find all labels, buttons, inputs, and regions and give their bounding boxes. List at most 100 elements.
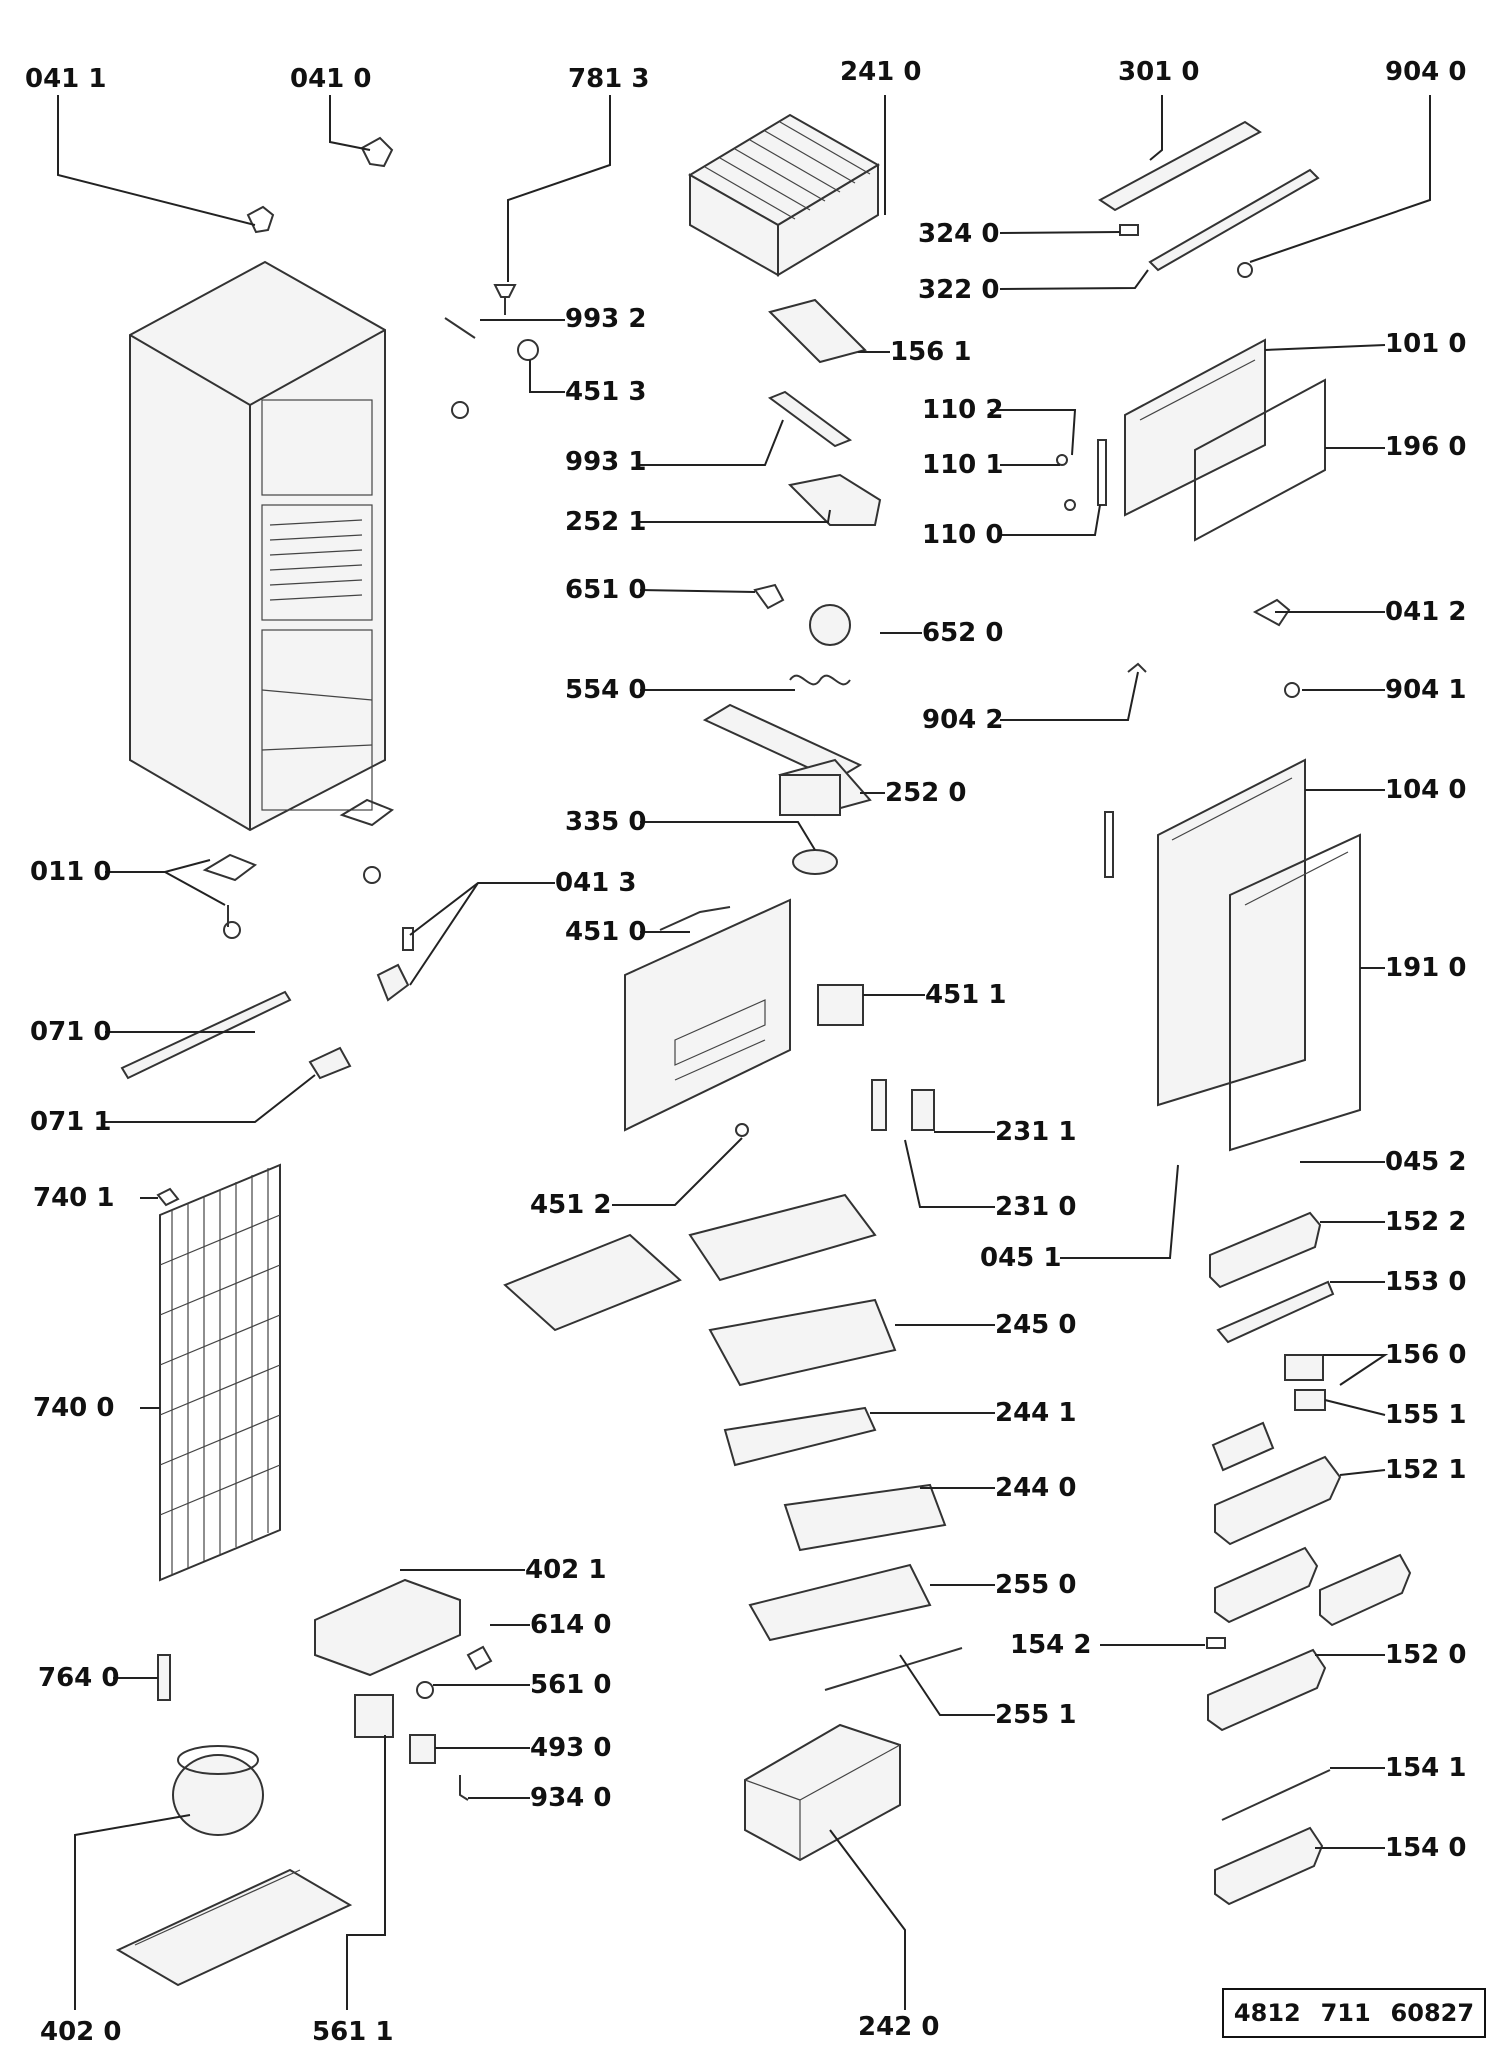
hinge-0412-drawing — [1252, 598, 1291, 627]
hinge-0410-drawing — [360, 136, 394, 168]
lamp-6510-drawing — [753, 583, 785, 610]
part-4930-drawing — [409, 1734, 436, 1764]
label-4511: 451 1 — [925, 980, 1006, 1010]
label-9931: 993 1 — [565, 447, 646, 477]
label-7640: 764 0 — [38, 1663, 119, 1693]
compressor-drawing — [115, 1745, 353, 1987]
shelves-drawing — [503, 1193, 963, 1691]
label-0410: 041 0 — [290, 64, 371, 94]
cabinet-drawing — [129, 260, 386, 832]
thermostat-6520-drawing — [809, 604, 851, 646]
hinge-pin-1100-drawing — [1097, 439, 1107, 506]
spring-5540-drawing — [789, 674, 851, 686]
condenser-drawing — [159, 1163, 281, 1582]
pin-1102-drawing — [1064, 499, 1076, 511]
wire-9340-drawing — [459, 1775, 469, 1801]
part-labels: 041 1 041 0 781 3 241 0 301 0 904 0 324 … — [25, 57, 1466, 2047]
label-9932: 993 2 — [565, 304, 646, 334]
label-0412: 041 2 — [1385, 597, 1466, 627]
foot-0110-drawing — [202, 853, 258, 927]
part-2521-drawing — [787, 473, 882, 526]
label-3240: 324 0 — [918, 219, 999, 249]
label-1101: 110 1 — [922, 450, 1003, 480]
label-2521: 252 1 — [565, 507, 646, 537]
clip-7401-drawing — [156, 1187, 180, 1207]
label-5540: 554 0 — [565, 675, 646, 705]
foot-screw-drawing — [223, 921, 241, 939]
label-2420: 242 0 — [858, 2012, 939, 2042]
bracket-2311-drawing — [911, 1089, 935, 1131]
label-0413: 041 3 — [555, 868, 636, 898]
strip-3220-drawing — [1148, 168, 1320, 272]
label-2450: 245 0 — [995, 1310, 1076, 1340]
label-1522: 152 2 — [1385, 1207, 1466, 1237]
label-3220: 322 0 — [918, 275, 999, 305]
fridge-gasket-drawing — [1229, 833, 1361, 1152]
label-2311: 231 1 — [995, 1117, 1076, 1147]
label-1520: 152 0 — [1385, 1640, 1466, 1670]
label-7813: 781 3 — [568, 64, 649, 94]
label-6510: 651 0 — [565, 575, 646, 605]
label-5611: 561 1 — [312, 2017, 393, 2047]
part-drawings — [115, 113, 1412, 1987]
label-4021: 402 1 — [525, 1555, 606, 1585]
label-6520: 652 0 — [922, 618, 1003, 648]
label-9041: 904 1 — [1385, 675, 1466, 705]
small-part-9932-drawing — [444, 317, 476, 339]
label-1100: 110 0 — [922, 520, 1003, 550]
hinge-strip-drawing — [1104, 811, 1114, 878]
screw-9040-drawing — [1237, 262, 1253, 278]
label-1040: 104 0 — [1385, 775, 1466, 805]
control-housing-drawing — [702, 703, 872, 817]
label-5610: 561 0 — [530, 1670, 611, 1700]
fridge-door-drawing — [1157, 758, 1306, 1107]
label-0110: 011 0 — [30, 857, 111, 887]
cover-4021-drawing — [314, 1578, 461, 1677]
label-3350: 335 0 — [565, 807, 646, 837]
label-1542: 154 2 — [1010, 1630, 1091, 1660]
hinge-0411-drawing — [246, 205, 275, 234]
label-1551: 155 1 — [1385, 1400, 1466, 1430]
label-2440: 244 0 — [995, 1473, 1076, 1503]
label-1560: 156 0 — [1385, 1340, 1466, 1370]
label-1960: 196 0 — [1385, 432, 1466, 462]
leader-lines — [57, 95, 1431, 2010]
crisper-drawing — [744, 1723, 901, 1862]
door-bins-drawing — [1206, 1211, 1412, 1906]
label-6140: 614 0 — [530, 1610, 611, 1640]
label-2520: 252 0 — [885, 778, 966, 808]
label-1521: 152 1 — [1385, 1455, 1466, 1485]
label-1541: 154 1 — [1385, 1753, 1466, 1783]
label-0452: 045 2 — [1385, 1147, 1466, 1177]
label-9340: 934 0 — [530, 1783, 611, 1813]
label-1540: 154 0 — [1385, 1833, 1466, 1863]
label-4513: 451 3 — [565, 377, 646, 407]
label-0710: 071 0 — [30, 1017, 111, 1047]
relay-6140-drawing — [466, 1645, 493, 1671]
pin-0413-drawing — [402, 927, 414, 951]
bracket-2310-drawing — [871, 1079, 887, 1131]
screw-9041-drawing — [1284, 682, 1300, 698]
label-0451: 045 1 — [980, 1243, 1061, 1273]
label-9042: 904 2 — [922, 705, 1003, 735]
clip-3240-drawing — [1119, 224, 1139, 236]
label-1010: 101 0 — [1385, 329, 1466, 359]
label-4512: 451 2 — [530, 1190, 611, 1220]
label-2551: 255 1 — [995, 1700, 1076, 1730]
doc-number-part-c: 60827 — [1390, 1999, 1475, 2027]
label-4930: 493 0 — [530, 1733, 611, 1763]
part-5610-drawing — [416, 1681, 434, 1699]
screw-4512-drawing — [735, 1123, 749, 1137]
small-clip-drawing — [451, 401, 469, 419]
label-9040: 904 0 — [1385, 57, 1466, 87]
strip-3010-drawing — [1098, 120, 1262, 212]
ice-tray-drawing — [768, 298, 867, 364]
label-7401: 740 1 — [33, 1183, 114, 1213]
wire-basket-drawing — [688, 113, 880, 277]
lamp-holder-4513-drawing — [517, 339, 539, 361]
box-5611-drawing — [354, 1694, 394, 1738]
label-1910: 191 0 — [1385, 953, 1466, 983]
label-2410: 241 0 — [840, 57, 921, 87]
label-1561: 156 1 — [890, 337, 971, 367]
